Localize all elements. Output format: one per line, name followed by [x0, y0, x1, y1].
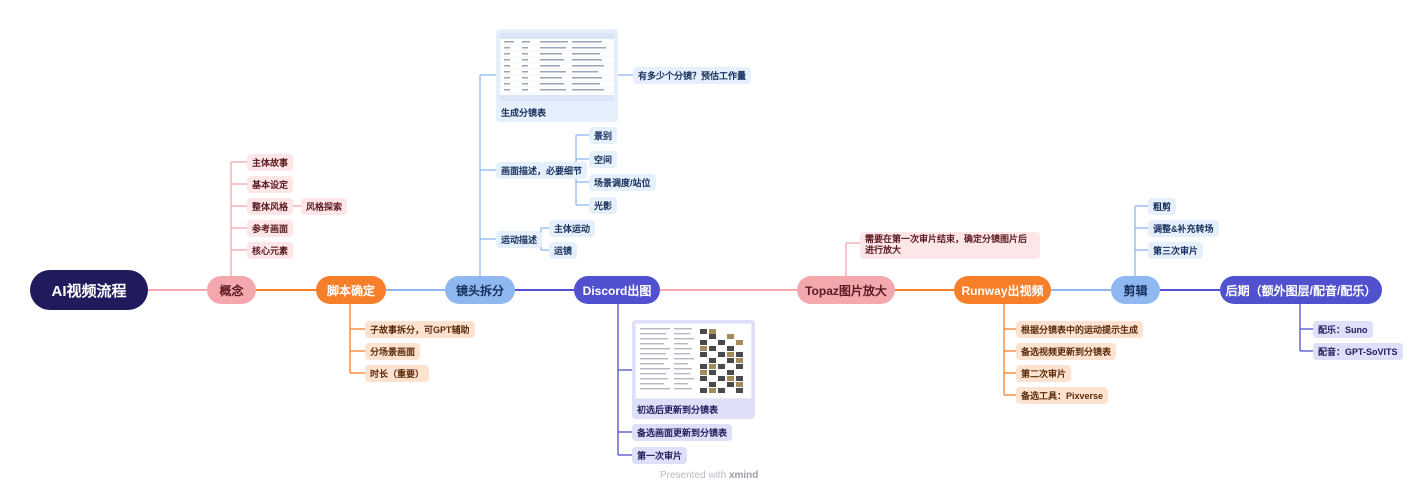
- root-topic[interactable]: AI视频流程: [30, 270, 148, 310]
- leaf-label: 风格探索: [306, 202, 343, 212]
- discord-item-review-1[interactable]: 第一次审片: [632, 447, 688, 464]
- leaf-label: 时长（重要）: [370, 369, 425, 379]
- topic-runway[interactable]: Runway出视频: [954, 276, 1051, 304]
- concept-item-style[interactable]: 整体风格: [247, 198, 294, 215]
- storyboard-table-graphic: [500, 33, 614, 101]
- root-topic-label: AI视频流程: [51, 282, 127, 300]
- topic-shots[interactable]: 镜头拆分: [445, 276, 515, 304]
- leaf-label: 第二次审片: [1021, 369, 1067, 379]
- topic-post[interactable]: 后期（额外图层/配音/配乐）: [1220, 276, 1382, 304]
- runway-item-generate[interactable]: 根据分镜表中的运动提示生成: [1016, 321, 1144, 338]
- storyboard-table-image: [499, 32, 615, 102]
- picture-desc[interactable]: 画面描述，必要细节: [496, 162, 588, 179]
- leaf-label: 参考画面: [252, 224, 289, 234]
- script-item-substory[interactable]: 子故事拆分，可GPT辅助: [365, 321, 475, 338]
- leaf-label: 子故事拆分，可GPT辅助: [370, 325, 470, 335]
- storyboard-note[interactable]: 有多少个分镜？预估工作量: [633, 67, 752, 84]
- edit-item-rough-cut[interactable]: 粗剪: [1148, 198, 1177, 215]
- topic-concept-label: 概念: [219, 283, 244, 298]
- topic-script-label: 脚本确定: [326, 283, 375, 298]
- leaf-label: 备选画面更新到分镜表: [637, 428, 728, 438]
- runway-item-alt-tool[interactable]: 备选工具：Pixverse: [1016, 387, 1109, 404]
- concept-style-explore[interactable]: 风格探索: [301, 198, 348, 215]
- leaf-label: 核心元素: [252, 246, 289, 256]
- leaf-label: 运动描述: [501, 235, 538, 245]
- leaf-label: 配音：GPT-SoVITS: [1318, 347, 1398, 357]
- leaf-label: 第一次审片: [637, 451, 683, 461]
- post-item-music[interactable]: 配乐：Suno: [1313, 321, 1373, 338]
- topic-edit-label: 剪辑: [1123, 283, 1148, 298]
- motion-desc[interactable]: 运动描述: [496, 231, 543, 248]
- picture-item-shot-size[interactable]: 景别: [589, 127, 618, 144]
- topaz-note-label: 需要在第一次审片结束，确定分镜图片后进行放大: [865, 234, 1028, 255]
- concept-item-core[interactable]: 核心元素: [247, 242, 294, 259]
- script-item-duration[interactable]: 时长（重要）: [365, 365, 430, 382]
- leaf-label: 基本设定: [252, 180, 289, 190]
- leaf-label: 主体故事: [252, 158, 289, 168]
- leaf-label: 光影: [594, 201, 613, 211]
- leaf-label: 画面描述，必要细节: [501, 166, 583, 176]
- picture-item-space[interactable]: 空间: [589, 151, 618, 168]
- leaf-label: 主体运动: [554, 224, 591, 234]
- motion-item-subject[interactable]: 主体运动: [549, 220, 596, 237]
- topic-edit[interactable]: 剪辑: [1111, 276, 1160, 304]
- edit-item-review-3[interactable]: 第三次审片: [1148, 242, 1204, 259]
- xmind-logo-text: xmind: [728, 470, 759, 481]
- leaf-label: 粗剪: [1153, 202, 1172, 212]
- discord-update-card[interactable]: 初选后更新到分镜表: [632, 320, 755, 419]
- footer-prefix: Presented with: [660, 470, 727, 481]
- edit-item-transitions[interactable]: 调整&补充转场: [1148, 220, 1219, 237]
- leaf-label: 运镜: [554, 246, 573, 256]
- discord-table-graphic: [640, 328, 743, 393]
- topic-discord-label: Discord出图: [582, 283, 652, 298]
- leaf-label: 分场景画面: [370, 347, 416, 357]
- leaf-label: 调整&补充转场: [1153, 224, 1214, 234]
- concept-item-reference[interactable]: 参考画面: [247, 220, 294, 237]
- runway-item-review-2[interactable]: 第二次审片: [1016, 365, 1072, 382]
- topic-topaz[interactable]: Topaz图片放大: [797, 276, 895, 304]
- picture-item-blocking[interactable]: 场景调度/站位: [589, 174, 656, 191]
- topic-runway-label: Runway出视频: [961, 283, 1044, 298]
- storyboard-card-label: 生成分镜表: [501, 108, 547, 118]
- discord-item-alternates[interactable]: 备选画面更新到分镜表: [632, 424, 733, 441]
- leaf-label: 空间: [594, 155, 613, 165]
- topaz-note[interactable]: 需要在第一次审片结束，确定分镜图片后进行放大: [860, 232, 1040, 259]
- topic-post-label: 后期（额外图层/配音/配乐）: [1225, 283, 1377, 298]
- concept-item-setting[interactable]: 基本设定: [247, 176, 294, 193]
- runway-item-alternates[interactable]: 备选视频更新到分镜表: [1016, 343, 1117, 360]
- script-item-scenes[interactable]: 分场景画面: [365, 343, 421, 360]
- concept-item-story[interactable]: 主体故事: [247, 154, 294, 171]
- storyboard-card[interactable]: 生成分镜表: [496, 29, 618, 122]
- topic-concept[interactable]: 概念: [207, 276, 256, 304]
- leaf-label: 备选视频更新到分镜表: [1021, 347, 1112, 357]
- leaf-label: 备选工具：Pixverse: [1021, 391, 1104, 401]
- discord-table-image: [635, 323, 752, 399]
- leaf-label: 有多少个分镜？预估工作量: [638, 71, 747, 81]
- topic-shots-label: 镜头拆分: [455, 283, 504, 298]
- post-item-voice[interactable]: 配音：GPT-SoVITS: [1313, 343, 1403, 360]
- discord-update-label: 初选后更新到分镜表: [637, 405, 719, 415]
- leaf-label: 配乐：Suno: [1318, 325, 1368, 335]
- leaf-label: 整体风格: [252, 202, 289, 212]
- topic-topaz-label: Topaz图片放大: [805, 283, 887, 298]
- footer-attribution: Presented with xmind: [660, 470, 758, 481]
- leaf-label: 景别: [594, 131, 613, 141]
- motion-item-camera[interactable]: 运镜: [549, 242, 578, 259]
- topic-discord[interactable]: Discord出图: [574, 276, 660, 304]
- leaf-label: 根据分镜表中的运动提示生成: [1021, 325, 1139, 335]
- topic-script[interactable]: 脚本确定: [316, 276, 386, 304]
- leaf-label: 场景调度/站位: [594, 178, 651, 188]
- picture-item-lighting[interactable]: 光影: [589, 197, 618, 214]
- leaf-label: 第三次审片: [1153, 246, 1199, 256]
